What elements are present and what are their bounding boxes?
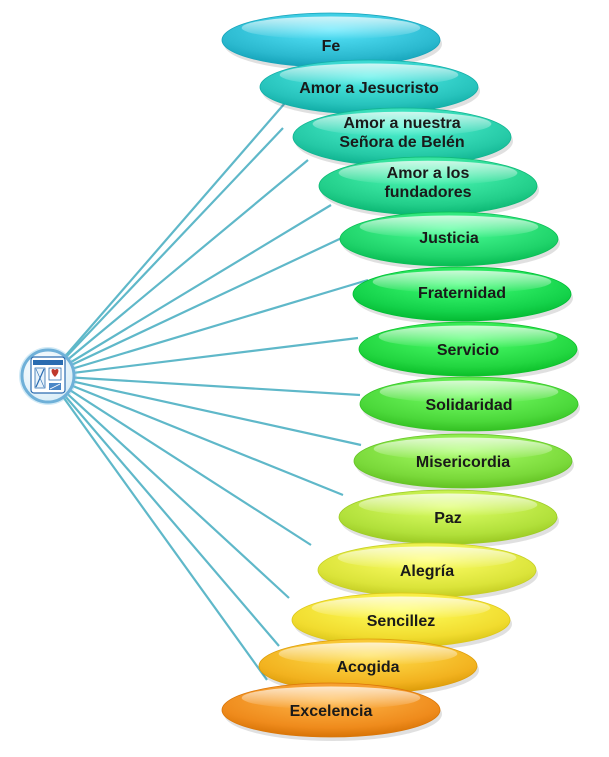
value-label: Solidaridad: [425, 397, 512, 414]
value-node: Fraternidad: [352, 266, 573, 325]
connector-line: [47, 375, 268, 681]
value-node: Paz: [338, 489, 559, 548]
value-node: Amor a los fundadores: [318, 156, 539, 219]
value-label: Misericordia: [416, 454, 510, 471]
hub-node: [19, 347, 77, 405]
value-label: Amor a Jesucristo: [299, 80, 439, 97]
connector-line: [47, 234, 349, 377]
value-node-gloss: [338, 160, 518, 186]
value-label-line: fundadores: [384, 184, 471, 201]
value-label: Fe: [322, 38, 341, 55]
value-node: Servicio: [358, 321, 579, 380]
value-node-gloss: [311, 596, 491, 620]
school-crest-icon: [30, 356, 66, 394]
connector-line: [47, 374, 361, 397]
value-label: Alegría: [400, 563, 454, 580]
value-label: Sencillez: [367, 613, 435, 630]
value-node-gloss: [373, 437, 553, 461]
value-label: Paz: [434, 510, 462, 527]
value-label: Acogida: [336, 659, 399, 676]
value-node-gloss: [379, 380, 559, 404]
value-node-gloss: [337, 546, 517, 570]
value-node-gloss: [241, 16, 421, 40]
value-node-gloss: [241, 686, 421, 710]
value-label: Fraternidad: [418, 285, 506, 302]
connector-line: [47, 336, 359, 378]
value-node: Fe: [221, 12, 442, 71]
connector-line: [47, 374, 344, 497]
value-label-line: Amor a los: [387, 165, 470, 182]
value-node: Amor a Jesucristo: [259, 59, 480, 118]
connector-line: [47, 375, 290, 599]
value-node-gloss: [359, 215, 539, 239]
value-node: Solidaridad: [359, 376, 580, 435]
connector-line: [47, 375, 312, 546]
value-node-gloss: [372, 270, 552, 294]
connector-line: [47, 159, 309, 377]
value-label-line: Amor a nuestra: [343, 115, 460, 132]
value-node: Justicia: [339, 211, 560, 270]
connector-lines: [47, 102, 369, 681]
value-node: Alegría: [317, 542, 538, 601]
value-label: Excelencia: [290, 703, 373, 720]
value-node-gloss: [279, 63, 459, 87]
value-node-gloss: [378, 325, 558, 349]
value-label: Amor a los fundadores: [384, 165, 471, 201]
value-node: Excelencia: [221, 682, 442, 741]
connector-line: [47, 375, 280, 647]
connector-line: [47, 127, 284, 377]
value-label: Servicio: [437, 342, 499, 359]
connector-line: [47, 278, 369, 378]
value-node: Sencillez: [291, 592, 512, 651]
value-label: Justicia: [419, 230, 479, 247]
value-label-line: Señora de Belén: [339, 134, 464, 151]
value-node-gloss: [358, 493, 538, 517]
value-node-gloss: [278, 642, 458, 666]
connector-line: [47, 204, 332, 377]
value-node: Misericordia: [353, 433, 574, 492]
connector-line: [47, 102, 286, 377]
value-node-gloss: [312, 111, 492, 137]
connector-line: [47, 374, 362, 447]
